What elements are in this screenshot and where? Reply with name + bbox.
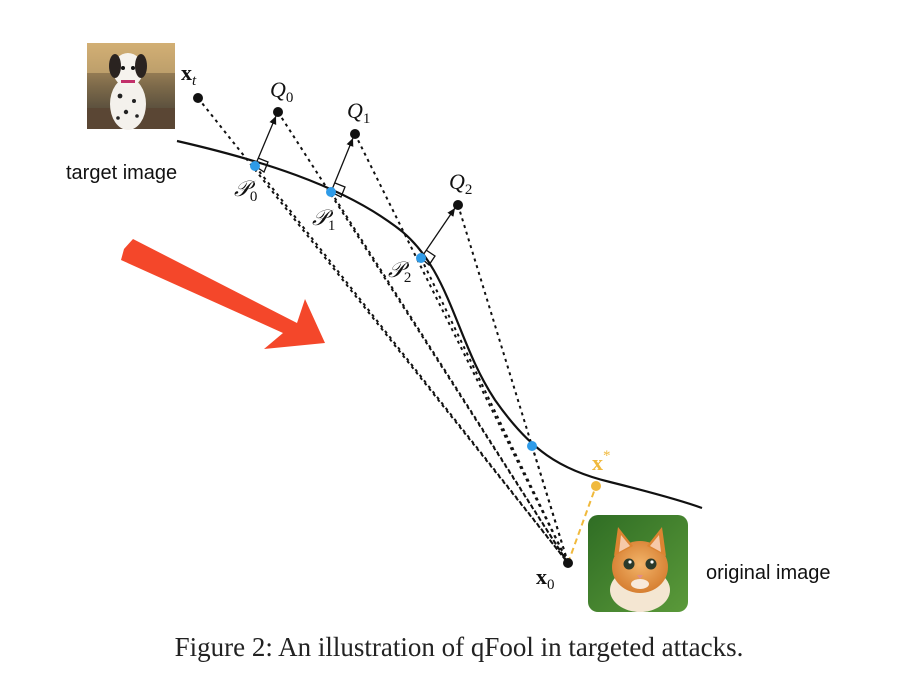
dotted-lines bbox=[197, 97, 569, 564]
right-angle-markers bbox=[254, 157, 436, 266]
q1-label: Q1 bbox=[347, 98, 370, 127]
x-t-label: xt bbox=[181, 60, 197, 89]
target-image-photo bbox=[87, 43, 175, 130]
q0-point bbox=[273, 107, 283, 117]
q0-label: Q0 bbox=[270, 77, 293, 106]
p1-point bbox=[326, 187, 336, 197]
x-star-label: x* bbox=[592, 448, 611, 475]
original-image-label: original image bbox=[706, 562, 831, 584]
p2-point bbox=[416, 253, 426, 263]
q2-label: Q2 bbox=[449, 169, 472, 198]
x-star-point bbox=[591, 481, 601, 491]
perturbation-line bbox=[567, 485, 597, 564]
p0-point bbox=[250, 161, 260, 171]
q1-point bbox=[350, 129, 360, 139]
x-t-point bbox=[193, 93, 203, 103]
direction-arrow bbox=[121, 239, 325, 349]
x-0-point bbox=[563, 558, 573, 568]
original-image-photo bbox=[588, 515, 688, 612]
decision-boundary-curve bbox=[176, 139, 703, 510]
q2-point bbox=[453, 200, 463, 210]
x-0-label: x0 bbox=[536, 564, 555, 593]
p0-label: 𝒫0 bbox=[234, 176, 257, 205]
p2-label: 𝒫2 bbox=[388, 257, 411, 286]
target-image-label: target image bbox=[66, 162, 177, 184]
figure-caption: Figure 2: An illustration of qFool in ta… bbox=[174, 632, 744, 662]
p1-label: 𝒫1 bbox=[312, 205, 335, 234]
boundary-point bbox=[527, 441, 537, 451]
